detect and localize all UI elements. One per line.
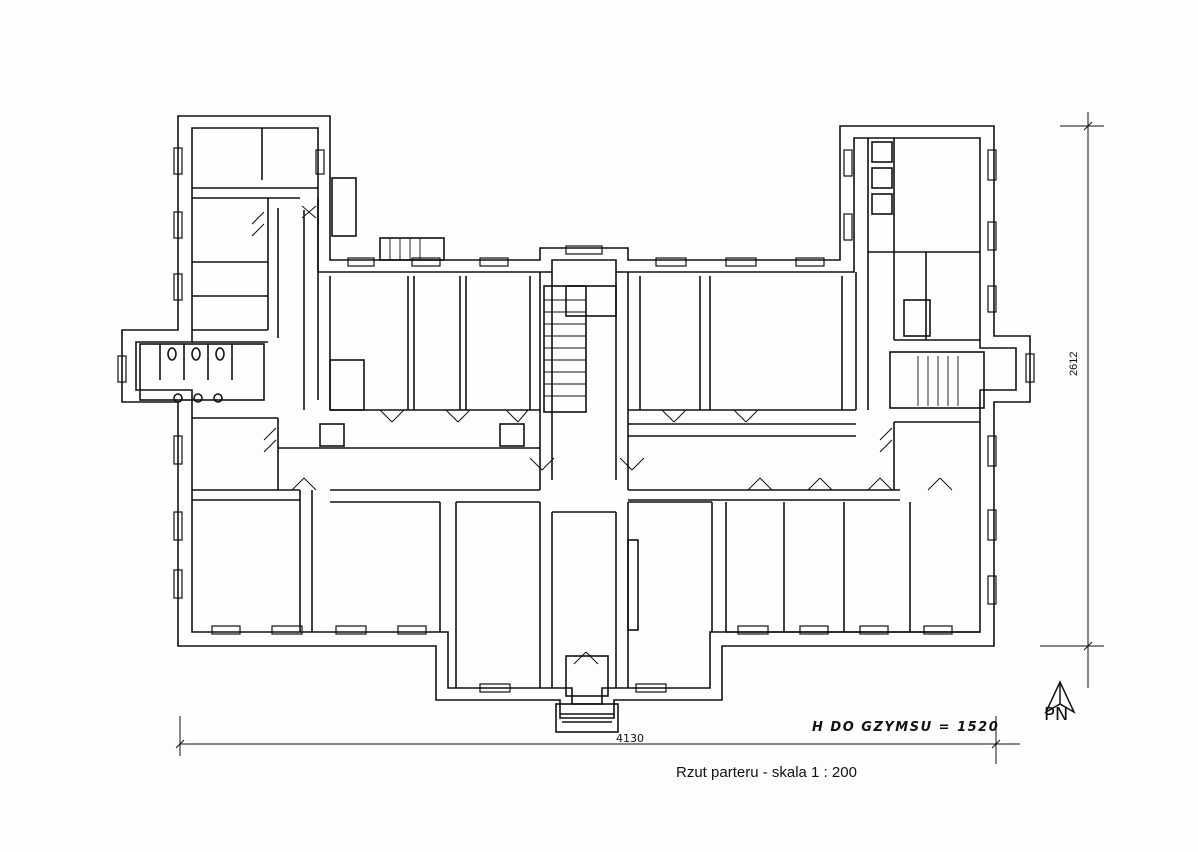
wc-stall — [871, 193, 893, 215]
wc-icon — [167, 347, 177, 361]
outer-wall — [121, 115, 1031, 719]
cornice-height-note: H DO GZYMSU = 1520 — [812, 720, 1000, 735]
exterior-stair — [331, 177, 357, 237]
stair-inner — [499, 423, 525, 447]
window-marks — [117, 147, 1035, 693]
stair-inner — [319, 423, 345, 447]
stair-treads — [544, 299, 586, 397]
entrance-steps — [555, 703, 619, 733]
wc-icon — [215, 347, 225, 361]
dimension-lines — [175, 112, 1104, 764]
storage — [329, 359, 365, 411]
main-staircase — [543, 285, 587, 413]
wc-icon — [191, 347, 201, 361]
side-stair-treads — [917, 356, 959, 406]
exterior-stair — [379, 237, 445, 261]
sink-icon — [193, 393, 203, 403]
entrance-vestibule — [565, 655, 609, 697]
wc-stall — [871, 141, 893, 163]
stair-landing — [565, 285, 617, 317]
side-staircase — [889, 351, 985, 409]
small-room — [627, 539, 639, 631]
sink-icon — [213, 393, 223, 403]
depth-dimension-label: 2612 — [1068, 351, 1080, 376]
wc-stall — [871, 167, 893, 189]
north-label: PN — [1044, 704, 1069, 725]
plan-caption: Rzut parteru - skala 1 : 200 — [676, 764, 857, 781]
sink-icon — [173, 393, 183, 403]
small-wc — [903, 299, 931, 337]
width-dimension-label: 4130 — [616, 732, 644, 745]
toilet-room — [139, 343, 265, 401]
north-arrow-icon — [1044, 680, 1076, 714]
door-swings — [251, 205, 953, 665]
